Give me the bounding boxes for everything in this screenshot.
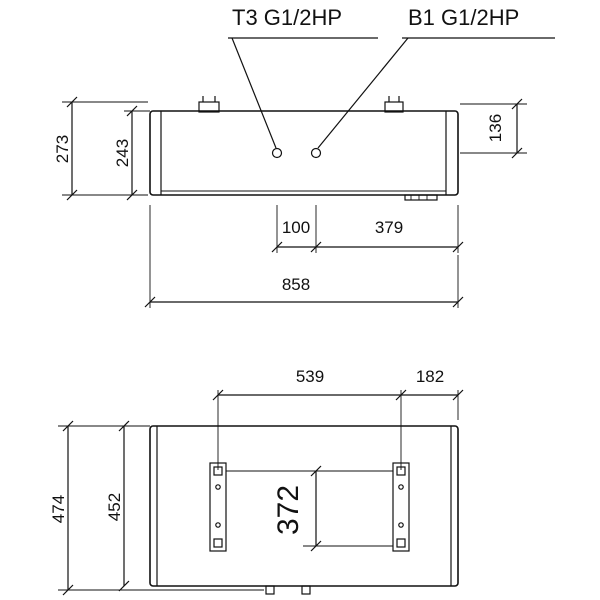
dim-100-379: 100 379	[271, 205, 464, 253]
top-view: 539 182	[49, 367, 464, 596]
label-t3-connection: T3 G1/2HP	[232, 5, 342, 30]
dim-379-label: 379	[375, 218, 403, 237]
dim-452: 452	[105, 420, 130, 592]
dim-539-label: 539	[296, 367, 324, 386]
dim-243-label: 243	[113, 139, 132, 167]
leader-b1	[317, 37, 409, 149]
dim-474-label: 474	[49, 495, 68, 523]
connection-b1-port	[310, 147, 322, 159]
dim-136-label: 136	[486, 114, 505, 142]
dim-182-label: 182	[416, 367, 444, 386]
dim-474: 474	[49, 420, 264, 596]
tank-body-front	[149, 110, 459, 196]
dim-539-182: 539 182	[212, 367, 464, 470]
dim-243: 243	[113, 105, 150, 201]
dim-452-label: 452	[105, 493, 124, 521]
dim-372: 372	[226, 465, 393, 552]
dim-858: 858	[144, 205, 464, 308]
dim-273: 273	[53, 96, 148, 201]
dim-100-label: 100	[282, 218, 310, 237]
connection-labels: T3 G1/2HP B1 G1/2HP	[228, 5, 555, 149]
dim-372-label: 372	[272, 485, 305, 535]
label-b1-connection: B1 G1/2HP	[408, 5, 519, 30]
bottom-fitting-left	[265, 585, 275, 595]
dim-273-label: 273	[53, 135, 72, 163]
leader-t3	[231, 37, 277, 149]
top-fitting-left	[198, 96, 220, 113]
dim-136: 136	[460, 98, 527, 159]
bottom-fitting-right	[301, 585, 311, 595]
mounting-bracket-right	[392, 462, 410, 552]
mounting-bracket-left	[209, 462, 227, 552]
bottom-bracket-front	[404, 194, 438, 201]
top-fitting-right	[384, 96, 404, 113]
dim-858-label: 858	[282, 275, 310, 294]
front-view: 273 243 136 100 379	[53, 96, 527, 308]
connection-t3-port	[271, 147, 283, 159]
